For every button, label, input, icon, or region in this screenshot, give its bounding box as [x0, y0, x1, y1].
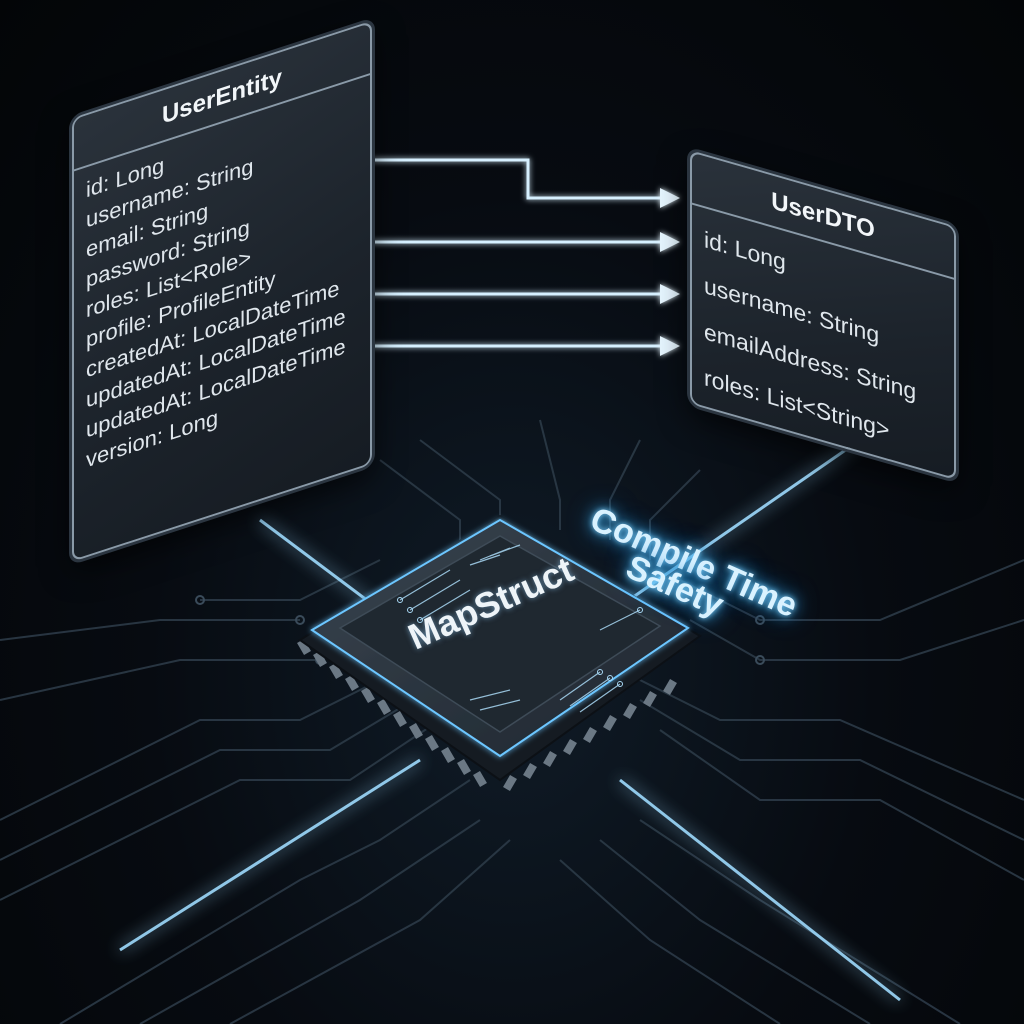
arrow-id	[372, 158, 666, 200]
mapstruct-chip	[298, 514, 702, 782]
